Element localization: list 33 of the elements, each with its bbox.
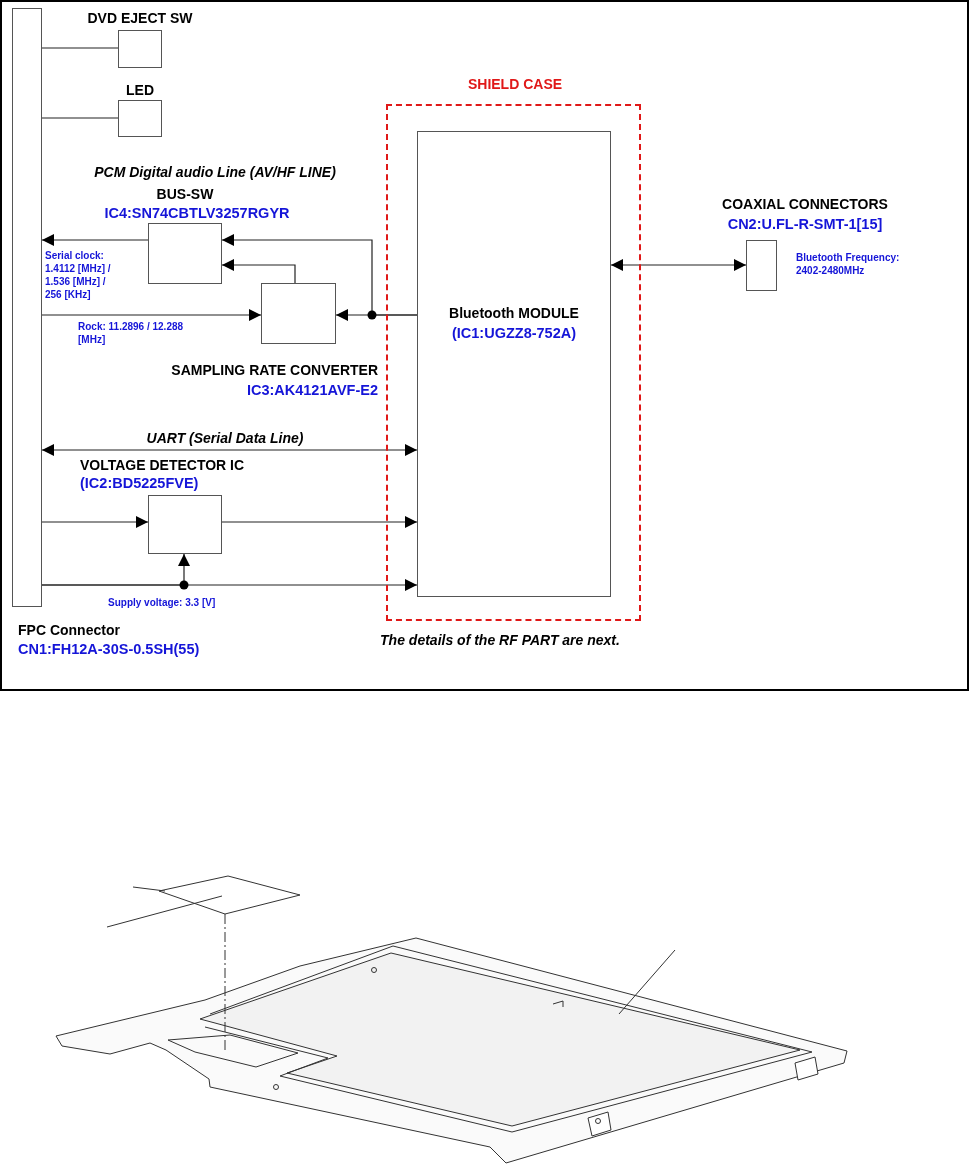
component-label: COAXIAL CONNECTORS (721, 196, 889, 213)
section-heading: SHIELD CASE (466, 76, 564, 93)
component-label: VOLTAGE DETECTOR IC (80, 457, 246, 474)
signal-line (41, 47, 119, 49)
signal-line (41, 516, 149, 528)
component-label: LED (125, 82, 155, 99)
signal-line (41, 117, 119, 119)
edge-label: Rock: 11.2896 / 12.288 [MHz] (78, 320, 185, 346)
component-label: Bluetooth MODULE (448, 305, 580, 322)
component-label: SAMPLING RATE CONVERTER (170, 362, 378, 379)
component-label: DVD EJECT SW (86, 10, 194, 27)
component-label: BUS-SW (155, 186, 215, 203)
voltage-note: Supply voltage: 3.3 [V] (108, 596, 217, 609)
frequency-note: Bluetooth Frequency: 2402-2480MHz (796, 251, 901, 277)
signal-line (335, 309, 418, 321)
signal-line (221, 259, 296, 284)
signal-line (41, 234, 149, 246)
signal-line (41, 444, 418, 456)
signal-line (41, 309, 262, 321)
component-label: FPC Connector (18, 622, 121, 639)
part-number: (IC2:BD5225FVE) (80, 475, 200, 492)
part-number: CN2:U.FL-R-SMT-1[15] (726, 216, 884, 233)
part-number: (IC1:UGZZ8-752A) (450, 325, 578, 342)
edge-label: UART (Serial Data Line) (145, 430, 305, 447)
signal-line (610, 259, 747, 271)
line-caption: PCM Digital audio Line (AV/HF LINE) (93, 164, 337, 181)
part-number: IC3:AK4121AVF-E2 (245, 382, 378, 399)
signal-line (41, 579, 418, 591)
part-number: IC4:SN74CBTLV3257RGYR (103, 205, 291, 222)
edge-label: Serial clock: 1.4112 [MHz] / 1.536 [MHz] / 256 [KHz] (45, 249, 112, 301)
part-number: CN1:FH12A-30S-0.5SH(55) (18, 641, 201, 658)
note: The details of the RF PART are next. (379, 632, 621, 649)
signal-line (221, 516, 418, 528)
